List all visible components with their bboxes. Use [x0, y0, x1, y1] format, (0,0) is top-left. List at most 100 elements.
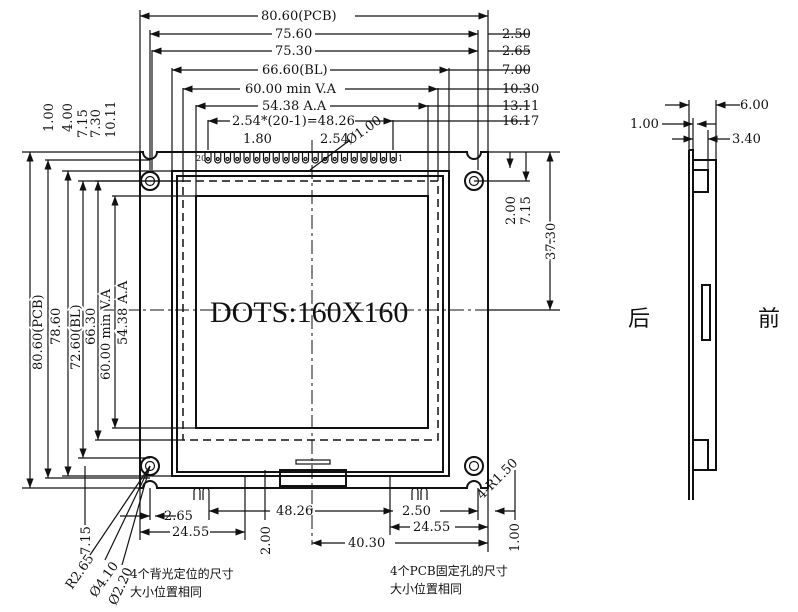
pin	[223, 152, 232, 164]
pin-hole	[205, 156, 211, 162]
dim-right-offset: 16.17	[502, 114, 539, 129]
dim-66-30: 66.30	[84, 308, 99, 345]
top-dimensions	[139, 10, 530, 196]
note-pcb-line2: 大小位置相同	[390, 581, 462, 596]
pin-hole	[313, 156, 318, 162]
dim-side-offset: 1.00	[630, 117, 659, 132]
dim-bottom-2-65: 2.65	[164, 509, 193, 524]
display-resolution-label: DOTS:160X160	[210, 296, 408, 329]
side-view	[662, 100, 740, 500]
dim-right-7-15: 7.15	[519, 196, 534, 225]
dim-bottom-right-24-55: 24.55	[413, 520, 450, 535]
pin-hole	[283, 156, 289, 162]
pin-hole	[361, 156, 367, 162]
dim-bottom-left-24-55: 24.55	[172, 525, 209, 540]
dim-pin-width: 1.80	[243, 132, 272, 147]
dim-right-offset: 13.11	[502, 99, 539, 114]
dim-top-offset: 4.00	[61, 103, 76, 132]
dim-view-area-height: 60.00 min V.A	[99, 288, 114, 380]
pin	[379, 152, 388, 164]
dim-bottom-40-30: 40.30	[348, 536, 385, 551]
backlight-outline	[171, 170, 450, 477]
dim-bottom-1-00: 1.00	[508, 523, 523, 552]
dim-right-offset: 2.65	[502, 44, 531, 59]
pin-hole	[293, 156, 298, 162]
dim-view-area-width: 60.00 min V.A	[245, 82, 337, 97]
pin-row	[204, 152, 397, 164]
dim-right-37-30: 37.30	[544, 223, 559, 260]
dim-active-area-width: 54.38 A.A	[262, 99, 327, 114]
pin	[331, 152, 339, 164]
corner-radius-label: 4-R1.50	[474, 456, 521, 503]
right-offset-labels: 2.50 2.65 7.00 10.30 13.11 16.17	[502, 27, 539, 129]
pin-hole	[225, 156, 230, 162]
left-dimensions	[22, 151, 196, 489]
pin	[370, 152, 378, 164]
pin	[301, 152, 310, 164]
pin	[360, 152, 368, 164]
connector-tab	[279, 469, 347, 487]
pin	[262, 152, 271, 164]
note-backlight-line2: 大小位置相同	[130, 584, 202, 599]
dim-backlight-width: 66.60(BL)	[262, 63, 328, 78]
pin	[253, 152, 261, 164]
dim-top-offset: 7.15	[76, 109, 91, 138]
dim-pin-span: 2.54*(20-1)=48.26	[232, 114, 355, 129]
dim-hole-span-vertical: 78.60	[49, 308, 64, 345]
pin	[389, 152, 397, 164]
pin-hole	[264, 156, 269, 162]
pin-hole	[371, 156, 376, 162]
glass-outline	[176, 175, 444, 473]
bottom-dimensions	[84, 465, 516, 566]
pin	[233, 152, 241, 164]
pin-hole	[215, 156, 220, 162]
note-pcb-line1: 4个PCB固定孔的尺寸	[390, 563, 508, 578]
dim-hole-span-inner: 75.30	[275, 44, 312, 59]
dim-side-pcb-to-front: 3.40	[732, 132, 761, 147]
dim-bottom-7-15: 7.15	[79, 526, 94, 555]
pin-hole	[322, 156, 328, 162]
pin-hole	[274, 156, 279, 162]
pin-hole	[235, 156, 240, 162]
pin-hole	[391, 156, 396, 162]
dim-pcb-width: 80.60(PCB)	[261, 9, 337, 24]
right-dimensions	[474, 151, 560, 311]
dim-hole-span-outer: 75.60	[275, 27, 312, 42]
top-left-offset-labels: 1.00 4.00 7.15 7.30 10.11	[42, 101, 119, 138]
dim-bottom-2-00: 2.00	[259, 526, 274, 555]
pin-hole	[342, 156, 347, 162]
pin	[340, 152, 349, 164]
backlight-pins	[193, 487, 428, 500]
dim-bottom-2-50: 2.50	[402, 504, 431, 519]
dim-top-offset: 7.30	[89, 109, 104, 138]
dim-right-offset: 10.30	[502, 82, 539, 97]
pin-hole	[332, 156, 337, 162]
pin	[292, 152, 300, 164]
pin-hole	[244, 156, 250, 162]
label-front: 前	[758, 307, 780, 332]
dim-active-area-height: 54.38 A.A	[116, 280, 131, 345]
pin	[311, 152, 319, 164]
pin-hole	[352, 156, 357, 162]
pin	[282, 152, 290, 164]
note-backlight-line1: 4个背光定位的尺寸	[130, 566, 234, 581]
connector-mark	[295, 459, 331, 465]
pin-label-1: 1	[398, 154, 403, 163]
pin	[321, 152, 329, 164]
pin	[243, 152, 251, 164]
pin	[272, 152, 280, 164]
pin-hole	[254, 156, 259, 162]
dim-right-2-00: 2.00	[504, 196, 519, 225]
dim-pin-pitch: 2.54	[320, 132, 349, 147]
dim-top-offset: 10.11	[104, 101, 119, 138]
dim-right-offset: 7.00	[502, 63, 531, 78]
pin-label-20: 20	[196, 154, 206, 163]
pin	[204, 152, 212, 164]
dim-right-offset: 2.50	[502, 27, 531, 42]
dim-backlight-height: 72.60(BL)	[69, 304, 84, 370]
pin	[350, 152, 358, 164]
pin-hole	[303, 156, 308, 162]
dim-side-thickness: 6.00	[740, 98, 769, 113]
